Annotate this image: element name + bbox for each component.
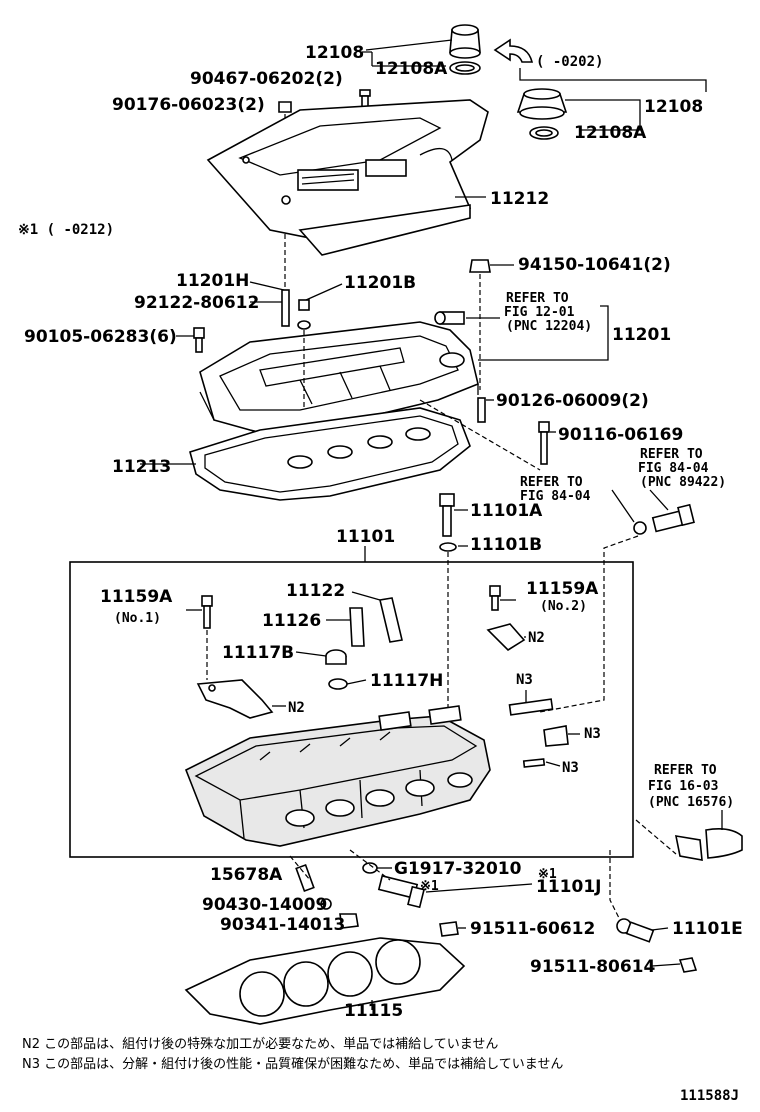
- pcv-valve: [434, 311, 465, 325]
- label-11101E: 11101E: [672, 919, 743, 939]
- label-11213: 11213: [112, 457, 171, 477]
- label-refer-8404a-b: FIG 84-04: [520, 489, 591, 504]
- bolt-11101A: [439, 493, 457, 552]
- label-11122: 11122: [286, 581, 345, 601]
- label-11101J: 11101J: [536, 877, 601, 897]
- camshaft-cap-n2-left: [196, 679, 274, 719]
- cylinder-head-box: [69, 561, 634, 858]
- nut-94150: [469, 259, 491, 273]
- label-90467: 90467-06202(2): [190, 69, 343, 89]
- stud-11201H: [281, 289, 290, 327]
- oil-filler-cap-right: [516, 88, 568, 140]
- bolt-91511-60612: [439, 921, 459, 937]
- label-refer-1603-c: (PNC 16576): [648, 795, 734, 810]
- label-range-0202: ( -0202): [536, 54, 603, 70]
- cylinder-head-cover-11201: [199, 321, 479, 441]
- n3-part-a: [508, 698, 554, 716]
- label-refer-8404a-a: REFER TO: [520, 475, 583, 490]
- label-n2-right: N2: [528, 630, 545, 646]
- label-refer-1603-a: REFER TO: [654, 763, 717, 778]
- label-G1917: G1917-32010: [394, 859, 522, 879]
- sensor-84-04: [633, 503, 695, 535]
- footnote-n2: N2 この部品は、組付け後の特殊な加工が必要なため、単品では補給していません: [22, 1036, 498, 1052]
- sensor-15678A: [295, 863, 315, 893]
- clamp-16-03: [674, 828, 743, 861]
- plug-11117H: [328, 678, 348, 690]
- label-12108-top: 12108: [305, 43, 364, 63]
- label-refer-1201-c: (PNC 12204): [506, 319, 592, 334]
- label-15678A: 15678A: [210, 865, 283, 885]
- label-n2-left: N2: [288, 700, 305, 716]
- label-11115: 11115: [344, 1001, 403, 1021]
- n3-part-b: [543, 725, 569, 747]
- sensor-11101E: [616, 918, 655, 943]
- label-refer-1201-a: REFER TO: [506, 291, 569, 306]
- label-11101A: 11101A: [470, 501, 543, 521]
- label-91511-80614: 91511-80614: [530, 957, 656, 977]
- label-11117B: 11117B: [222, 643, 294, 663]
- head-cover-gasket-11213: [189, 407, 471, 501]
- drawing-id: 111588J: [680, 1088, 739, 1104]
- label-mark1: ※1: [538, 867, 557, 882]
- label-refer-8404b-a: REFER TO: [640, 447, 703, 462]
- engine-cover-11212: [206, 99, 489, 256]
- bolt-11159A-no1: [201, 595, 213, 629]
- label-mark1b: ※1: [420, 879, 439, 894]
- bolt-90105: [193, 327, 205, 353]
- label-12108A-right: 12108A: [574, 123, 647, 143]
- stud-90116: [538, 421, 550, 465]
- label-n3-c: N3: [562, 760, 579, 776]
- label-90105: 90105-06283(6): [24, 327, 177, 347]
- label-11201: 11201: [612, 325, 671, 345]
- label-note1: ※1 ( -0212): [18, 222, 114, 238]
- label-91511-60612: 91511-60612: [470, 919, 595, 939]
- label-12108A-top: 12108A: [375, 59, 448, 79]
- label-11201H: 11201H: [176, 271, 249, 291]
- label-no1: (No.1): [114, 611, 161, 626]
- cylinder-head-11101: [184, 705, 491, 847]
- label-11201B: 11201B: [344, 273, 416, 293]
- pin-11122: [379, 597, 403, 643]
- label-90176: 90176-06023(2): [112, 95, 265, 115]
- plug-11117B: [325, 649, 347, 665]
- label-90116: 90116-06169: [558, 425, 683, 445]
- label-11126: 11126: [262, 611, 321, 631]
- bolt-11159A-no2: [489, 585, 501, 611]
- label-refer-1603-b: FIG 16-03: [648, 779, 718, 794]
- n3-part-c: [522, 758, 546, 768]
- bolt-91511-80614: [678, 957, 698, 973]
- arrow-icon: [493, 38, 534, 63]
- label-94150: 94150-10641(2): [518, 255, 671, 275]
- plug-90341: [339, 913, 359, 929]
- label-11101: 11101: [336, 527, 395, 547]
- label-11212: 11212: [490, 189, 549, 209]
- label-refer-8404b-b: FIG 84-04: [638, 461, 709, 476]
- ocv-11101J: [377, 874, 425, 909]
- label-no2: (No.2): [540, 599, 587, 614]
- label-11159A-right: 11159A: [526, 579, 599, 599]
- label-11117H: 11117H: [370, 671, 443, 691]
- label-11159A-left: 11159A: [100, 587, 173, 607]
- label-n3-b: N3: [584, 726, 601, 742]
- label-90430: 90430-14009: [202, 895, 327, 915]
- camshaft-cap-n2-right: [486, 623, 526, 652]
- label-refer-1201-b: FIG 12-01: [504, 305, 575, 320]
- footnote-n3: N3 この部品は、分解・組付け後の性能・品質確保が困難なため、単品では補給してい…: [22, 1056, 563, 1072]
- label-90126: 90126-06009(2): [496, 391, 649, 411]
- head-gasket-11115: [184, 937, 466, 1025]
- bolt-11201B: [297, 299, 311, 330]
- oil-filler-cap-top: [449, 24, 481, 75]
- gasket-90430: [320, 898, 332, 910]
- stud-90126: [477, 397, 486, 423]
- label-n3-a: N3: [516, 672, 533, 688]
- nut-90176: [278, 101, 292, 113]
- label-92122: 92122-80612: [134, 293, 259, 313]
- label-11101B: 11101B: [470, 535, 542, 555]
- label-90341: 90341-14013: [220, 915, 345, 935]
- label-refer-8404b-c: (PNC 89422): [640, 475, 726, 490]
- pin-11126: [349, 607, 365, 647]
- label-12108-right: 12108: [644, 97, 703, 117]
